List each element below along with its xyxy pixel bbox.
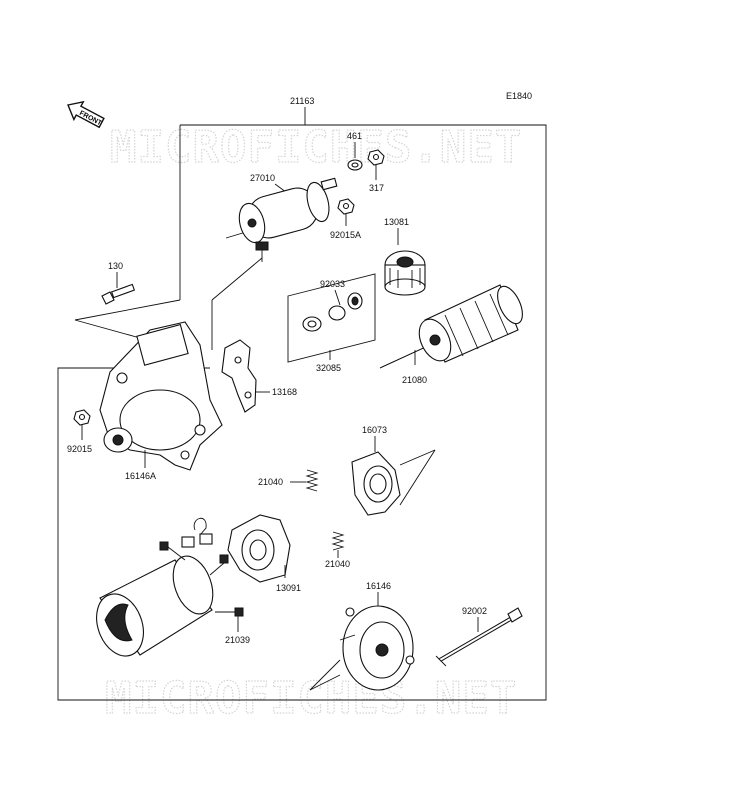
spring-21040-upper (305, 469, 319, 492)
spring-21040-lower (331, 531, 345, 551)
label-27010: 27010 (250, 173, 275, 183)
label-16146: 16146 (366, 581, 391, 591)
lever-13168 (221, 339, 257, 413)
assembly-outline (57, 124, 547, 701)
nut-92015A (337, 198, 355, 215)
label-13168: 13168 (272, 387, 297, 397)
label-130: 130 (108, 261, 123, 271)
armature-21080 (379, 284, 523, 369)
label-21163: 21163 (290, 96, 314, 106)
nut-317 (367, 149, 385, 166)
nut-92015 (73, 409, 91, 426)
label-16073: 16073 (362, 425, 387, 435)
watermark-bottom: MICROFICHES.NET (105, 673, 517, 724)
label-21039: 21039 (225, 635, 250, 645)
yoke-21039 (96, 517, 244, 657)
ring-92033 (302, 292, 363, 332)
label-317: 317 (369, 183, 384, 193)
washer-461 (347, 159, 363, 171)
rear-cover-16146 (339, 605, 415, 691)
label-32085: 32085 (316, 363, 341, 373)
front-housing-16146A (99, 321, 223, 471)
label-92033: 92033 (320, 279, 345, 289)
bolt-130 (101, 283, 136, 305)
pinion-gear-13081 (384, 250, 426, 296)
through-bolt-92002 (435, 607, 523, 667)
label-92015: 92015 (67, 444, 92, 454)
label-92002: 92002 (462, 606, 487, 616)
label-13081: 13081 (384, 217, 409, 227)
label-21040-upper: 21040 (258, 477, 283, 487)
label-21080: 21080 (402, 375, 427, 385)
solenoid-27010 (225, 177, 338, 262)
kit-box-32085 (287, 273, 376, 363)
front-arrow-icon: FRONT (67, 100, 105, 129)
label-92015A: 92015A (330, 230, 361, 240)
plate-16073 (351, 451, 401, 516)
brush-holder-13091 (227, 514, 291, 583)
label-16146A: 16146A (125, 471, 156, 481)
diagram-code: E1840 (506, 91, 532, 101)
label-13091: 13091 (276, 583, 301, 593)
watermark-top: MICROFICHES.NET (110, 122, 522, 173)
label-21040-lower: 21040 (325, 559, 350, 569)
label-461: 461 (347, 131, 362, 141)
